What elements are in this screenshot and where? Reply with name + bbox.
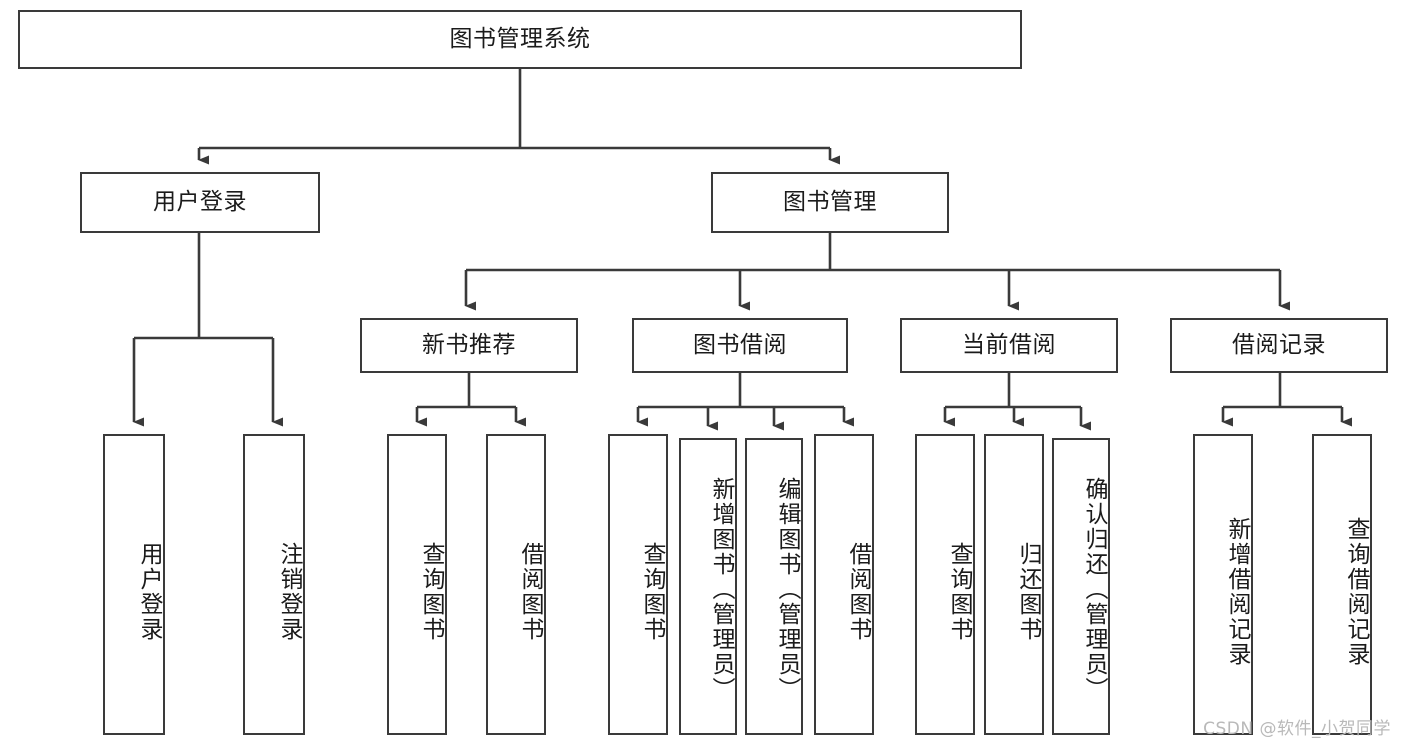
leaf-query-book-borrow[interactable]: 查询图书	[608, 434, 668, 735]
node-borrow-record[interactable]: 借阅记录	[1170, 318, 1388, 373]
leaf-add-borrow-record[interactable]: 新增借阅记录	[1193, 434, 1253, 735]
node-book-management[interactable]: 图书管理	[711, 172, 949, 233]
leaf-label: 借阅图书	[517, 541, 543, 642]
leaf-label: 查询借阅记录	[1343, 516, 1369, 667]
leaf-borrow-book[interactable]: 借阅图书	[814, 434, 874, 735]
node-root-book-management-system[interactable]: 图书管理系统	[18, 10, 1022, 69]
leaf-label: 查询图书	[418, 541, 444, 642]
leaf-label: 借阅图书	[845, 541, 871, 642]
node-label: 用户登录	[153, 188, 247, 215]
leaf-borrow-book-recommend[interactable]: 借阅图书	[486, 434, 546, 735]
leaf-label: 查询图书	[639, 541, 665, 642]
leaf-user-login[interactable]: 用户登录	[103, 434, 165, 735]
leaf-query-book-current[interactable]: 查询图书	[915, 434, 975, 735]
node-label: 图书借阅	[693, 331, 787, 358]
leaf-return-book[interactable]: 归还图书	[984, 434, 1044, 735]
leaf-label: 用户登录	[136, 541, 162, 642]
node-label: 图书管理	[783, 188, 877, 215]
leaf-label: 归还图书	[1015, 541, 1041, 642]
leaf-edit-book-admin[interactable]: 编辑图书（管理员）	[745, 438, 803, 735]
leaf-label: 注销登录	[276, 541, 302, 642]
node-user-login[interactable]: 用户登录	[80, 172, 320, 233]
leaf-logout[interactable]: 注销登录	[243, 434, 305, 735]
node-current-borrow[interactable]: 当前借阅	[900, 318, 1118, 373]
node-label: 新书推荐	[422, 331, 516, 358]
leaf-label: 新增借阅记录	[1224, 516, 1250, 667]
leaf-label: 查询图书	[946, 541, 972, 642]
leaf-label: 新增图书（管理员）	[708, 477, 734, 702]
leaf-label: 编辑图书（管理员）	[774, 477, 800, 702]
leaf-confirm-return-admin[interactable]: 确认归还（管理员）	[1052, 438, 1110, 735]
node-book-borrow[interactable]: 图书借阅	[632, 318, 848, 373]
leaf-query-borrow-record[interactable]: 查询借阅记录	[1312, 434, 1372, 735]
csdn-watermark: CSDN @软件_小贺同学	[1203, 719, 1391, 739]
leaf-add-book-admin[interactable]: 新增图书（管理员）	[679, 438, 737, 735]
leaf-label: 确认归还（管理员）	[1081, 477, 1107, 702]
leaf-query-book-recommend[interactable]: 查询图书	[387, 434, 447, 735]
node-new-book-recommend[interactable]: 新书推荐	[360, 318, 578, 373]
node-label: 借阅记录	[1232, 331, 1326, 358]
node-label: 当前借阅	[962, 331, 1056, 358]
node-label: 图书管理系统	[449, 25, 591, 52]
